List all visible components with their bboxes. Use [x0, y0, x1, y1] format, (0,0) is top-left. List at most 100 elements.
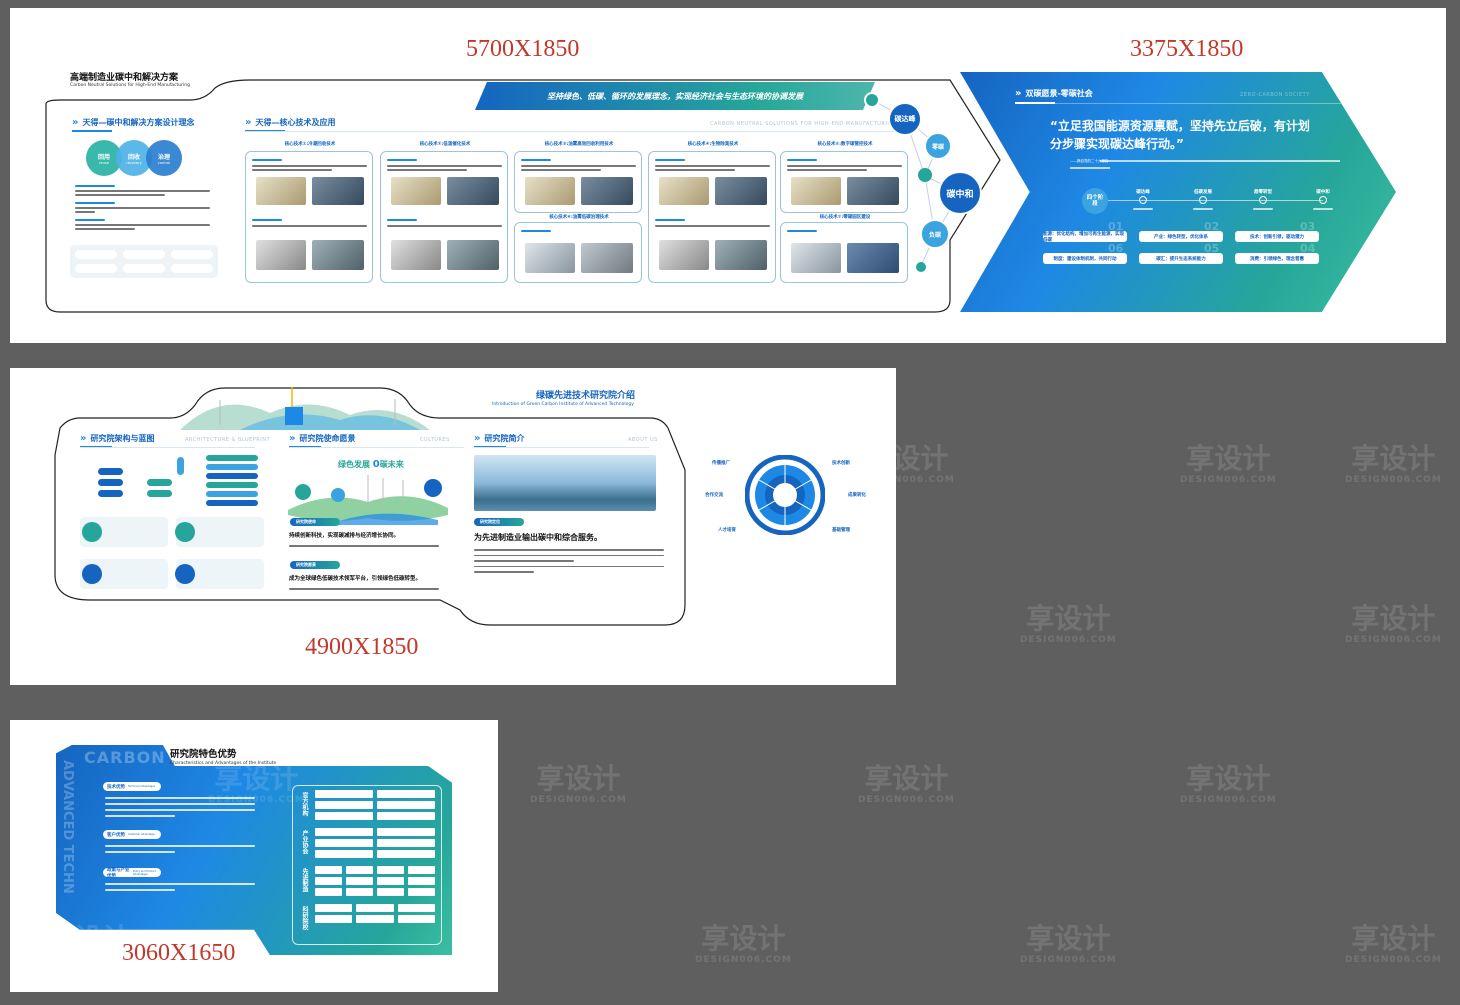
partner-logo — [315, 812, 373, 820]
partner-logo — [315, 888, 342, 896]
partner-logo — [408, 877, 435, 885]
pillar-label: 制度：建设体制机制，共同行动 — [1043, 253, 1127, 264]
advantage-en: Customer Advantage — [128, 833, 155, 836]
pillar-label: 碳汇：提升生态系统能力 — [1139, 253, 1223, 264]
vision-text: 成为全球绿色低碳技术领军平台，引领绿色低碳转型。 — [289, 576, 422, 582]
banner-en: CARBON NEUTRAL SOLUTIONS FOR HIGH-END MA… — [710, 121, 896, 127]
equipment-photo — [581, 177, 633, 205]
advantage-en: Policy and Product Advantages — [132, 869, 156, 876]
partner-logo — [377, 888, 404, 896]
core-tech-card — [780, 222, 908, 283]
architecture-chart — [80, 455, 270, 515]
divider — [289, 447, 464, 448]
divider — [80, 447, 255, 448]
pillar-number: 04 — [1300, 242, 1316, 255]
wheel-label: 基础管理 — [832, 528, 850, 533]
stages-line — [1108, 200, 1323, 201]
about-body — [474, 549, 664, 573]
section-label: 研究院使命愿景 — [299, 434, 356, 443]
wheel-label: 传播推广 — [712, 461, 730, 466]
partner-group-label: 先进制造 — [301, 868, 308, 892]
core-tech-card — [514, 222, 642, 283]
core-tech-title: 核心技术②:低温催化技术 — [419, 142, 471, 147]
partner-logo — [315, 801, 373, 809]
stage-node — [1319, 196, 1327, 204]
equipment-photo — [791, 243, 841, 273]
wheel-label: 合作交流 — [705, 493, 723, 498]
partner-group-label: 官方机构 — [301, 792, 308, 816]
partner-logo — [356, 904, 394, 912]
vision-tag: 研究院愿景 — [290, 561, 340, 569]
equipment-photo — [715, 240, 767, 270]
quote-line-2: 分步骤实现碳达峰行动。” — [1050, 137, 1184, 151]
mission-tag: 研究院使命 — [290, 518, 340, 526]
chain-node-small — [864, 92, 880, 108]
wheel-label: 人才培育 — [718, 528, 736, 533]
partner-group-label: 产业协会 — [301, 830, 308, 854]
equipment-photo — [659, 240, 709, 270]
board1-outline — [45, 79, 1001, 313]
stage-label: 趋零转型 — [1254, 190, 1272, 195]
core-tech-title: 核心技术⑤:数字碳管控技术 — [817, 142, 873, 147]
pillar-label: 产业：绿色转型，优化体系 — [1139, 231, 1223, 242]
core-tech-title: 核心技术⑦:零碳园区建设 — [819, 215, 871, 220]
section-label: 研究院简介 — [484, 434, 525, 443]
partner-logo — [377, 812, 435, 820]
core-tech-card — [780, 151, 908, 213]
partner-logo — [397, 904, 435, 912]
partner-logo — [408, 866, 435, 874]
pillar-number: 01 — [1108, 220, 1124, 233]
pillar-number: 06 — [1108, 242, 1124, 255]
partner-logo — [356, 915, 394, 923]
side-word: ADVANCED TECHN — [60, 760, 75, 894]
bg-word: CARBON — [84, 748, 166, 767]
landscape-illustration — [180, 387, 430, 430]
board3-outline — [54, 387, 686, 626]
equipment-photo — [391, 240, 441, 270]
partner-logo — [377, 801, 435, 809]
pillar-number: 05 — [1204, 242, 1220, 255]
core-tech-card — [380, 151, 508, 283]
board3-subtitle: Introduction of Green Carbon Institute o… — [492, 402, 634, 407]
quote-body-lines — [1100, 160, 1340, 162]
function-wheel — [745, 455, 825, 535]
section-underline — [72, 130, 112, 132]
quote-source: ——摘自党的二十大报告 — [1070, 159, 1109, 163]
double-chevron-icon: » — [1015, 88, 1022, 99]
concept-en: recovery — [126, 160, 142, 165]
board1-banner: 坚持绿色、低碳、循环的发展理念，实现经济社会与生态环境的协调发展 — [475, 82, 875, 110]
double-chevron-icon: » — [245, 117, 252, 128]
pillar-label: 消费：引领绿色，理念普惠 — [1235, 253, 1319, 264]
pillar-number: 03 — [1300, 220, 1316, 233]
vision-en: ZERO-CARBON SOCIETY — [1240, 92, 1310, 98]
partner-logo — [315, 915, 353, 923]
core-tech-card — [514, 151, 642, 213]
stages-badge: 四个阶段 — [1082, 188, 1108, 214]
equipment-photo — [847, 243, 899, 273]
concept-en: reuse — [99, 160, 109, 165]
core-tech-title: 核心技术⑥:油雾低碳治理技术 — [549, 215, 609, 220]
core-tech-title: 核心技术④:生物除臭技术 — [687, 142, 739, 147]
vision-underline — [1015, 103, 1345, 104]
partner-panel — [292, 785, 442, 945]
core-tech-card — [245, 151, 373, 283]
double-chevron-icon: » — [72, 117, 79, 128]
mission-desc — [289, 545, 439, 547]
section-en: ABOUT US — [628, 437, 658, 443]
partner-logo — [397, 915, 435, 923]
board3-size-label: 4900X1850 — [305, 634, 419, 660]
equipment-photo — [847, 177, 899, 205]
architecture-feature-grid — [80, 517, 270, 592]
board4-subtitle: Characteristics and Advantages of the In… — [170, 761, 277, 766]
stage-label: 碳达峰 — [1136, 190, 1150, 195]
green-city-illustration — [288, 475, 448, 525]
pillar-label: 技术：创新引领，驱动潜力 — [1235, 231, 1319, 242]
